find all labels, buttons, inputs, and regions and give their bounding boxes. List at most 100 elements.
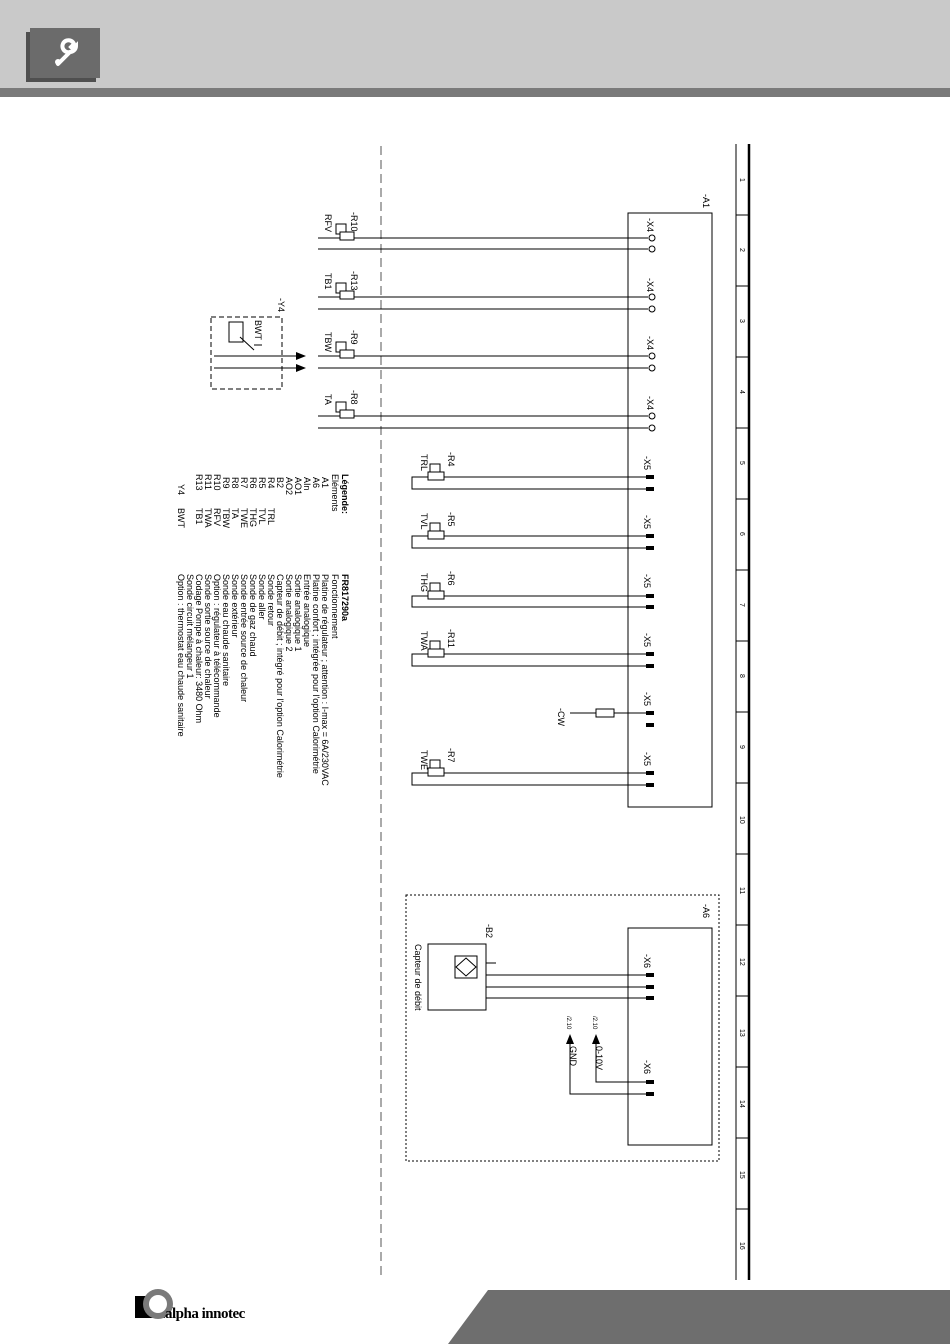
flow-signal-label: 0-10V [594,1046,604,1071]
legend-description: Capteur de débit ; intégré pour l'option… [275,574,285,778]
legend-code: Y4 [176,484,186,496]
ruler-number: 3 [738,319,745,323]
sensor-name: TBW [323,332,333,352]
header-rule [0,88,950,97]
page-header [0,0,950,88]
ruler-number: 5 [738,461,745,465]
legend-name: BWT [176,508,186,528]
legend-code: R6 [248,477,258,489]
module-a1-label: -A1 [701,194,711,209]
terminal-label: -X5 [642,456,652,471]
legend-code: R8 [230,477,240,489]
legend-description: Sonde sortie source de chaleur [203,574,213,699]
terminal-label: -X5 [642,692,652,707]
terminal-label: -X6 [642,954,652,969]
ruler-number: 13 [738,1029,745,1037]
legend-code: R11 [203,474,213,490]
sensor-ref: -R7 [446,748,456,763]
flow-sensor-ref: -B2 [484,924,494,939]
thermostat-ref: -Y4 [276,298,286,313]
legend-code: R9 [221,477,231,489]
terminal-label: -X4 [645,218,655,233]
legend-code: A6 [311,477,321,489]
terminal-label: -X5 [642,752,652,767]
legend-description: Sonde extérieur [230,574,240,638]
legend-name: TB1 [194,508,204,525]
ruler-number: 7 [738,603,745,607]
legend-code: R10 [212,474,222,491]
ruler-number: 9 [738,745,745,749]
legend-name: TVL [257,508,267,525]
legend-name: TBW [221,508,231,528]
terminal-label: -X4 [645,278,655,293]
legend-description: Entrée analogique [302,574,312,648]
sensor-name: TVL [419,513,429,530]
legend-description: Sonde entrée source de chaleur [239,574,249,703]
terminal-label: -X5 [642,633,652,648]
cross-reference: /2.10 [565,1016,571,1030]
legend-code: B2 [275,477,285,489]
legend-description: Sonde retour [266,574,276,627]
thermostat-name: BWT [253,320,263,340]
sensor-ref: -R10 [349,212,359,232]
legend-name: TWE [239,508,249,528]
ruler-number: 8 [738,674,745,678]
sensor-ref: -R5 [446,512,456,527]
legend-description: Sonde de gaz chaud [248,574,258,657]
terminal-label: -X4 [645,396,655,411]
ruler-number: 10 [738,816,745,824]
legend-code: R7 [239,477,249,489]
legend-code: R4 [266,477,276,489]
ruler-number: 12 [738,958,745,966]
sensor-ref: -CW [556,708,566,726]
footer-band [448,1290,950,1344]
sensor-name: TWE [419,750,429,770]
sensor-name: TA [323,394,333,405]
brand-name: alpha innotec [165,1306,245,1322]
legend-description: Sortie analogique 2 [284,574,294,652]
legend-code: AO2 [284,477,294,496]
module-a6-label: -A6 [701,904,711,919]
legend-description: Sonde eau chaude sanitaire [221,574,231,687]
terminal-label: -X4 [645,336,655,351]
order-number: FR817290a [340,574,350,622]
sensor-ref: -R8 [349,390,359,405]
legend-code: R5 [257,477,267,489]
legend-description: Sonde circuit mélangeur 1 [185,574,195,679]
legend-name: TA [230,508,240,519]
sensor-name: TRL [419,454,429,472]
flow-sensor-name: Capteur de débit [413,944,423,1011]
legend-description: Platine de régulateur ; attention : I-ma… [320,574,330,786]
sensor-ref: -R11 [446,629,456,648]
legend-code: A1 [320,477,330,489]
ruler-number: 11 [738,887,745,895]
legend-title: Légende: [340,474,350,515]
legend-description: Sonde aller [257,574,267,620]
sensor-name: RFV [323,214,333,232]
ruler-number: 4 [738,390,745,394]
ruler-number: 1 [738,178,745,182]
cross-reference: /2.10 [591,1016,597,1030]
ruler-number: 15 [738,1171,745,1179]
legend-description: Fonctionnement [330,574,340,639]
legend-code: AO1 [293,477,303,496]
sensor-name: TWA [419,631,429,651]
sensor-ref: -R6 [446,571,456,586]
ruler-number: 14 [738,1100,745,1108]
legend-name: TWA [203,508,213,528]
legend-subtitle: Eléments [330,474,340,512]
terminal-label: -X5 [642,515,652,530]
legend-code: R13 [194,474,204,491]
flow-ground-label: GND [568,1046,578,1066]
wrench-icon [55,38,79,66]
legend-code: AIn [302,477,312,491]
legend-name: TRL [266,508,276,526]
legend-description: Option : régulateur à télécommande [212,574,222,718]
sensor-name: THG [419,573,429,592]
sensor-ref: -R9 [349,330,359,345]
logo-mark-icon [135,1289,173,1319]
ruler-number: 16 [738,1242,745,1250]
terminal-label: -X6 [642,1060,652,1075]
sensor-name: TB1 [323,273,333,290]
